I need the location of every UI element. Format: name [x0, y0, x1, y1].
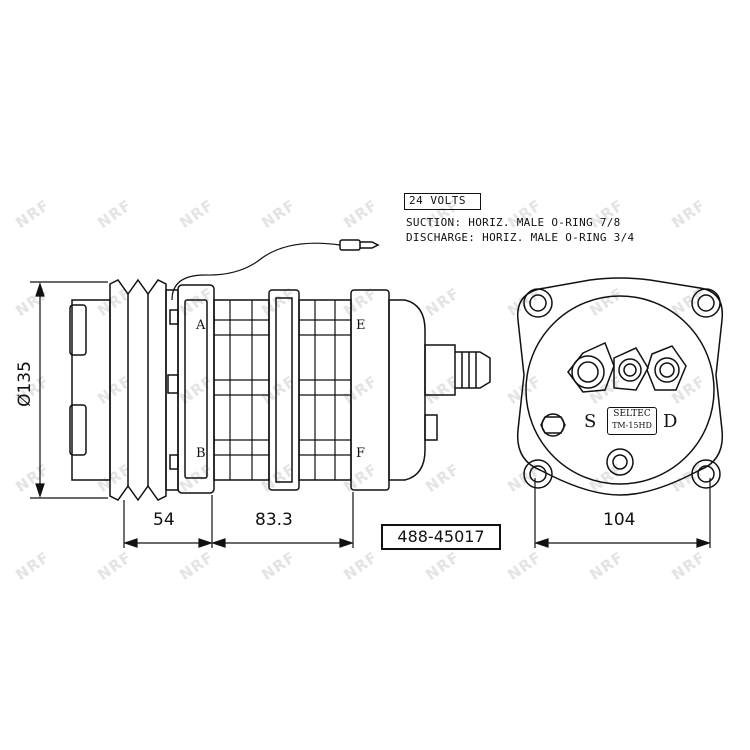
mounting-bolts	[523, 288, 721, 489]
discharge-spec: DISCHARGE: HORIZ. MALE O-RING 3/4	[406, 231, 635, 244]
model-badge	[607, 407, 657, 435]
suction-spec: SUCTION: HORIZ. MALE O-RING 7/8	[406, 216, 621, 229]
voltage-label: 24 VOLTS	[409, 194, 466, 207]
discharge-letter: D	[663, 411, 678, 432]
front-flange	[177, 284, 215, 494]
badge-brand: SELTEC	[613, 409, 651, 419]
rear-head	[388, 299, 426, 481]
dimension-83-3	[211, 492, 354, 548]
port-label-a: A	[196, 318, 206, 333]
diameter-label: Ø135	[14, 361, 35, 407]
middle-ring	[268, 289, 300, 491]
rear-fitting	[424, 344, 456, 396]
part-number-box	[381, 524, 501, 550]
clutch-coil	[71, 299, 111, 481]
part-number: 488-45017	[397, 527, 485, 546]
port-label-e: E	[356, 318, 366, 333]
pulley-length-label: 54	[153, 510, 175, 530]
wire-connector	[339, 239, 361, 251]
port-label-b: B	[196, 446, 206, 461]
suction-letter: S	[584, 411, 597, 432]
discharge-port	[646, 345, 687, 391]
suction-port	[567, 341, 615, 393]
rear-width-label: 104	[603, 510, 636, 530]
voltage-box	[404, 193, 481, 210]
dimension-104	[534, 478, 711, 548]
port-label-f: F	[356, 446, 366, 461]
body-length-label: 83.3	[255, 510, 293, 530]
dimension-54	[123, 495, 213, 548]
dimension-diameter	[30, 281, 108, 499]
rear-housing	[516, 277, 724, 496]
badge-model: TM-15HD	[612, 421, 652, 430]
clutch-wire	[171, 242, 341, 301]
pulley	[109, 278, 167, 502]
